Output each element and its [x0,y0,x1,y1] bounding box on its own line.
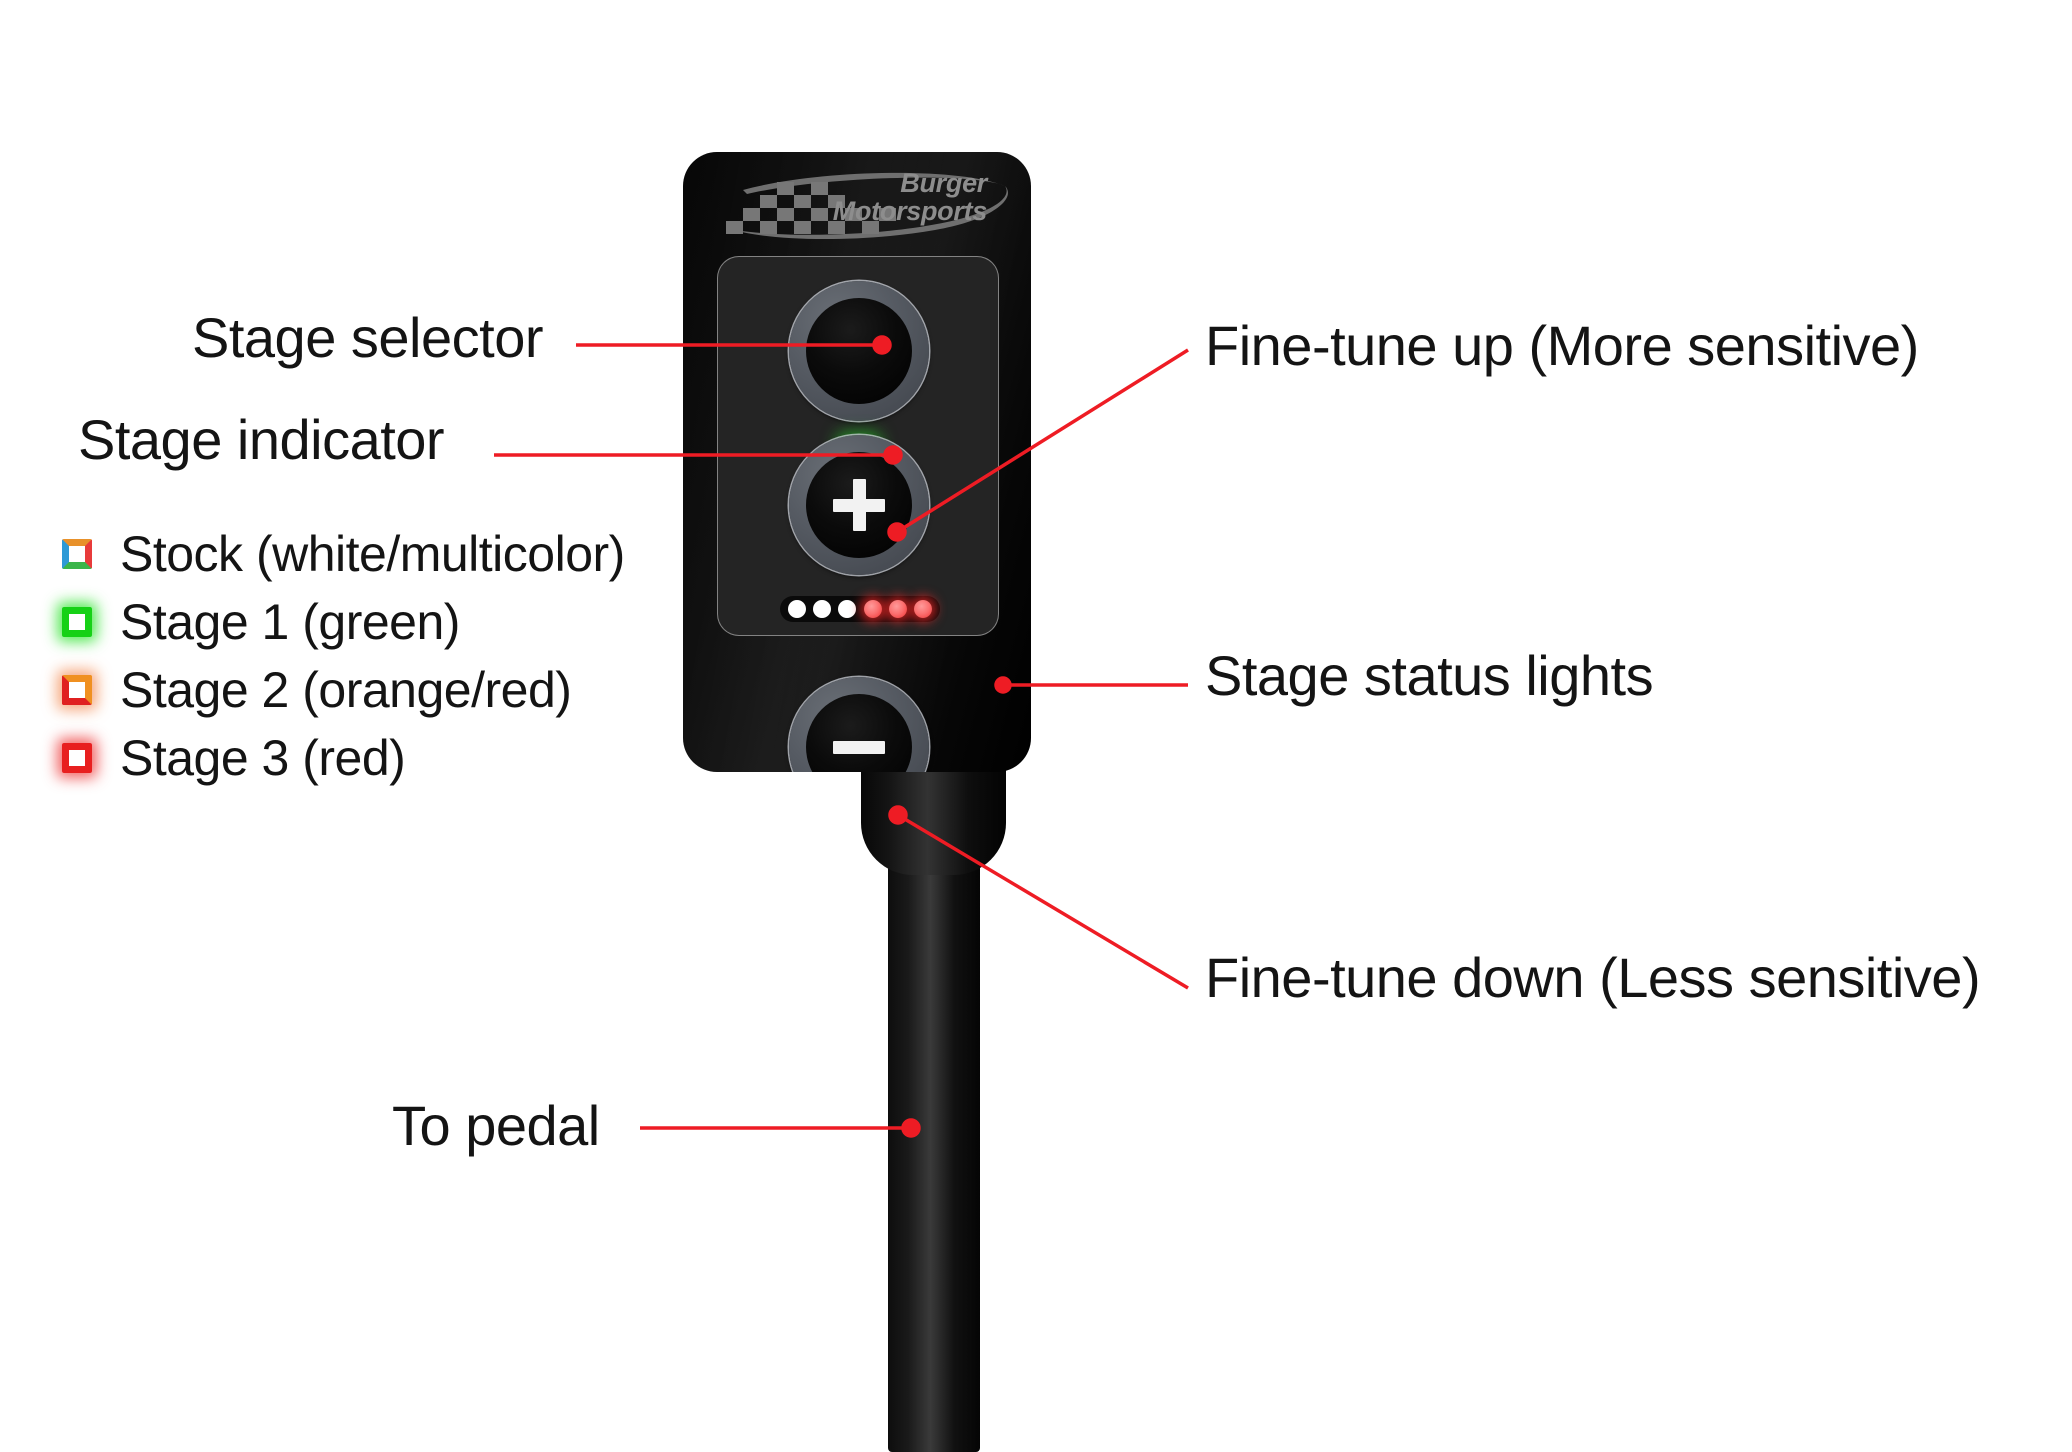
legend-swatch-wrap [62,588,120,656]
status-light [888,600,907,618]
legend-item-stock: Stock (white/multicolor) [62,520,682,588]
plus-icon [833,479,885,531]
legend-label: Stage 3 (red) [120,730,406,786]
stage-color-legend: Stock (white/multicolor) Stage 1 (green)… [62,520,682,792]
stock-multicolor-icon-ring [62,539,92,569]
legend-swatch-wrap [62,520,120,588]
stage-2-orange-red-icon [62,675,92,705]
minus-icon [833,721,885,772]
stage-2-orange-red-icon-ring [62,675,92,705]
fine-tune-down-button[interactable] [789,677,929,772]
fine-tune-up-button-face [806,452,912,558]
device-body: Burger Motorsports [683,152,1031,772]
logo-artwork [726,172,1009,240]
stock-multicolor-icon [62,539,92,569]
status-light [913,600,932,618]
pedal-tuner-device: Burger Motorsports [683,152,1138,1452]
legend-swatch-wrap [62,724,120,792]
callout-finetune-up: Fine-tune up (More sensitive) [1205,314,1919,377]
stage-3-red-icon [62,743,92,773]
status-light [863,600,882,618]
stage-selector-dial[interactable] [789,281,929,421]
callout-finetune-down: Fine-tune down (Less sensitive) [1205,946,1981,1009]
stage-1-green-icon [62,607,92,637]
legend-swatch-wrap [62,656,120,724]
legend-label: Stage 1 (green) [120,594,460,650]
logo-line-motorsports: Motorsports [832,195,988,226]
logo-wordmark: Burger Motorsports [832,168,988,226]
callout-to-pedal: To pedal [392,1094,600,1157]
callout-stage-indicator: Stage indicator [78,408,445,471]
logo-line-burger: Burger [900,168,987,198]
stage-3-red-icon-ring [62,743,92,773]
stage-status-lights [780,596,940,622]
status-light [813,600,832,618]
legend-item-stage-1: Stage 1 (green) [62,588,682,656]
stage-selector-dial-face [806,298,912,404]
burger-motorsports-logo: Burger Motorsports [705,168,1015,246]
legend-label: Stock (white/multicolor) [120,526,625,582]
status-light [788,600,806,618]
stage-1-green-icon-ring [62,607,92,637]
fine-tune-down-button-face [806,694,912,772]
legend-item-stage-2: Stage 2 (orange/red) [62,656,682,724]
callout-status-lights: Stage status lights [1205,644,1654,707]
status-light [838,600,857,618]
pedal-cable [888,852,980,1452]
fine-tune-up-button[interactable] [789,435,929,575]
legend-label: Stage 2 (orange/red) [120,662,572,718]
callout-stage-selector: Stage selector [192,306,543,369]
legend-item-stage-3: Stage 3 (red) [62,724,682,792]
device-faceplate [717,256,999,772]
